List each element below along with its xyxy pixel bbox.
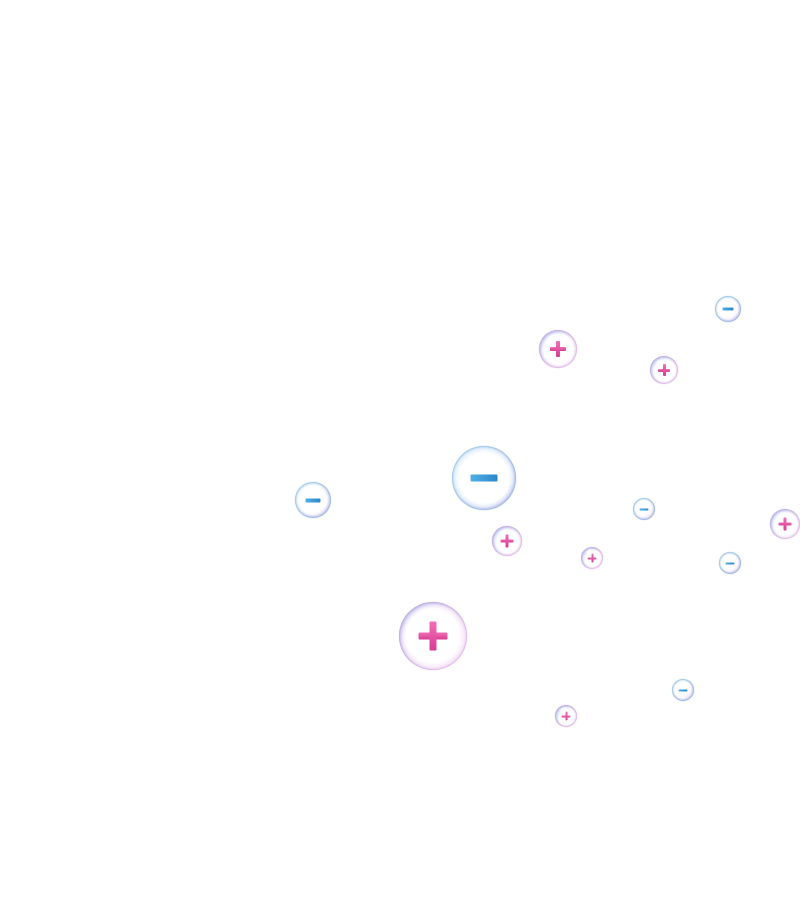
- minus-bubble: [715, 296, 741, 322]
- plus-icon: [561, 711, 571, 721]
- minus-icon: [678, 686, 688, 695]
- minus-icon: [639, 505, 649, 514]
- minus-bubble: [672, 679, 694, 701]
- minus-icon: [722, 304, 734, 315]
- plus-bubble: [539, 330, 577, 368]
- minus-icon: [305, 493, 321, 508]
- plus-icon: [500, 534, 514, 548]
- minus-bubble: [719, 552, 741, 574]
- plus-bubble: [399, 602, 467, 670]
- minus-bubble: [295, 482, 331, 518]
- minus-icon: [470, 465, 498, 492]
- minus-icon: [725, 559, 735, 568]
- plus-bubble: [581, 547, 603, 569]
- plus-bubble: [770, 509, 800, 539]
- minus-bubble: [633, 498, 655, 520]
- plus-icon: [587, 553, 597, 563]
- plus-icon: [658, 364, 670, 376]
- plus-bubble: [650, 356, 678, 384]
- plus-icon: [418, 621, 448, 651]
- plus-bubble: [492, 526, 522, 556]
- minus-bubble: [452, 446, 516, 510]
- plus-bubble: [555, 705, 577, 727]
- plus-icon: [550, 341, 566, 357]
- plus-icon: [778, 517, 792, 531]
